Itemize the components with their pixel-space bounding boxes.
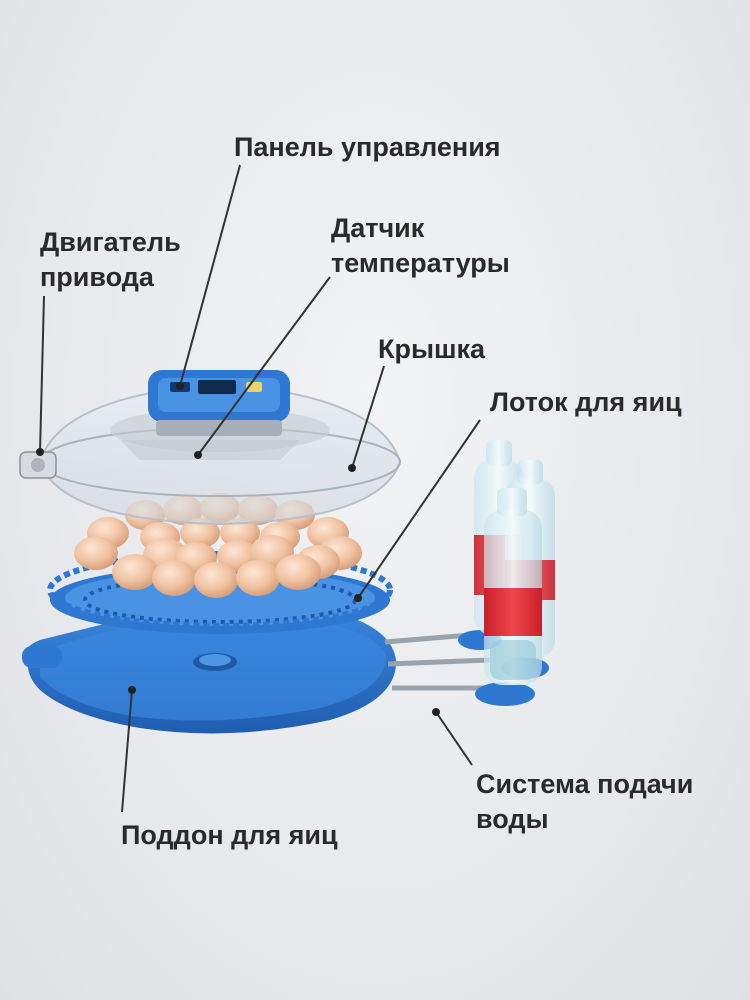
label-water-system: Система подачи воды (476, 769, 694, 834)
water-bottle-front (484, 488, 542, 685)
leader-lines (39, 164, 481, 813)
label-egg-tray: Лоток для яиц (490, 387, 682, 417)
leader-control-panel (179, 164, 241, 387)
leader-egg-pan (121, 689, 133, 813)
egg-pan (22, 604, 397, 734)
label-control-panel: Панель управления (234, 132, 501, 162)
leader-water-system (435, 711, 473, 766)
leader-lid (351, 365, 385, 469)
leader-temperature-sensor (197, 276, 331, 456)
label-temperature-sensor: Датчик температуры (331, 213, 510, 278)
leader-drive-motor (39, 295, 45, 453)
label-egg-pan: Поддон для яиц (121, 820, 338, 850)
label-lid: Крышка (378, 334, 486, 364)
leader-dots (36, 382, 440, 716)
drive-motor (19, 451, 57, 479)
label-drive-motor: Двигатель привода (40, 227, 181, 292)
leader-egg-tray (357, 419, 481, 599)
